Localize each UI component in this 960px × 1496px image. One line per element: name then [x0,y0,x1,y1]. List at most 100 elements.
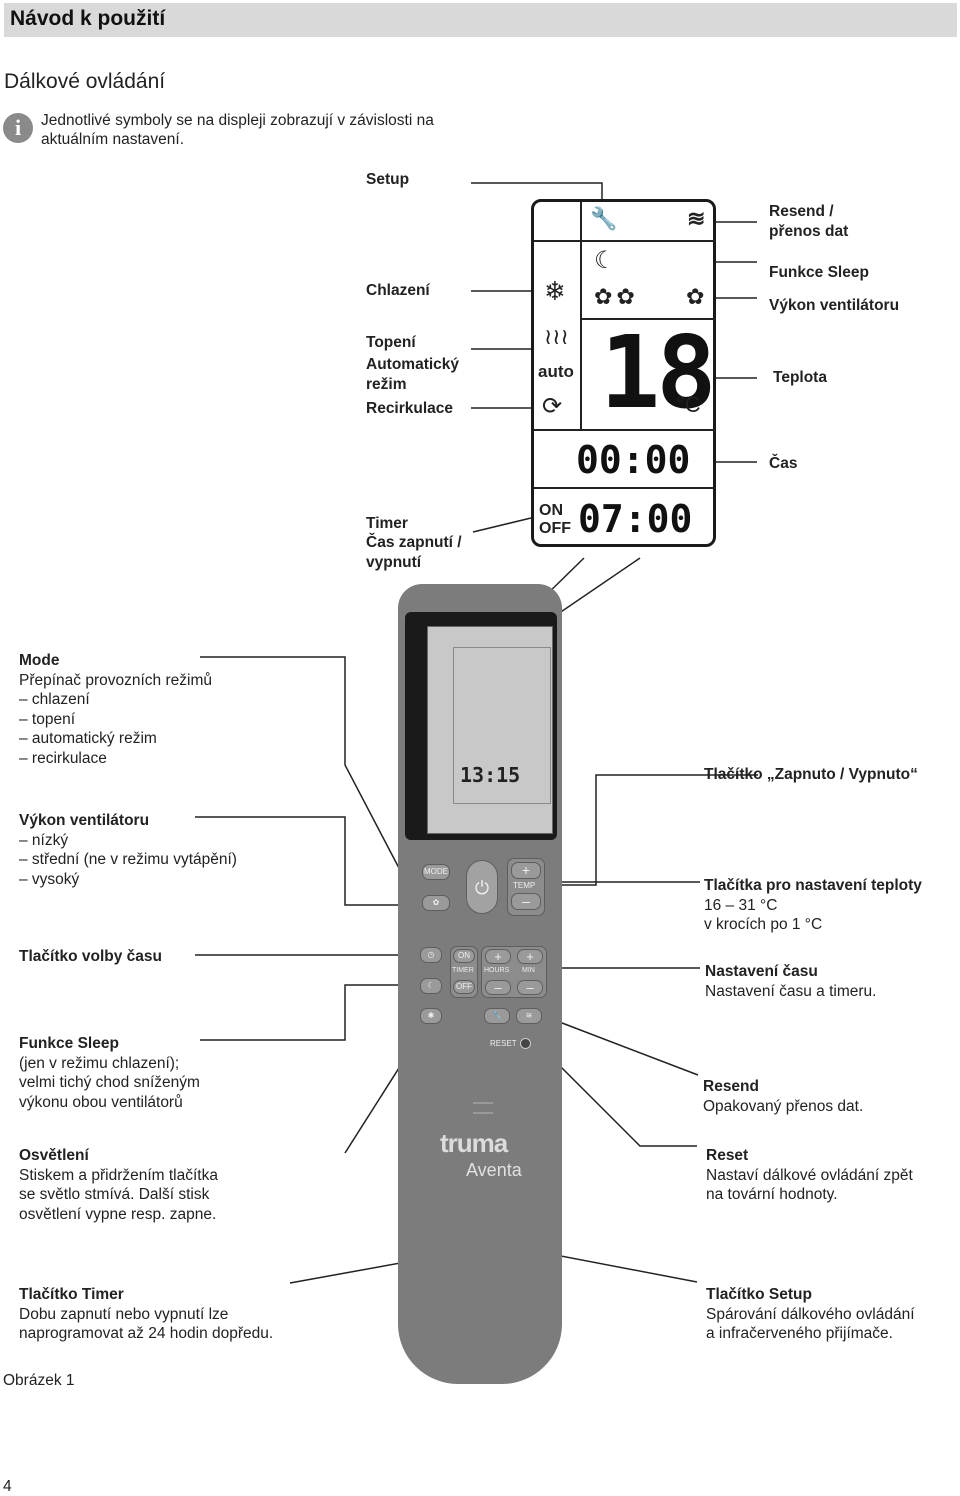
sleep-label: Funkce Sleep [769,264,869,281]
sleep-callout-line: výkonu obou ventilátorů [19,1093,183,1111]
mode-callout: Mode Přepínač provozních režimů – chlaze… [19,651,212,768]
resend-callout-line: Opakovaný přenos dat. [703,1097,864,1115]
temp-button-group: + TEMP – [507,858,545,916]
lcd-timer-value: 07:00 [578,497,693,541]
mode-callout-title: Mode [19,652,60,669]
lcd-unit: °C [676,392,701,417]
page-header: Návod k použití [4,3,957,37]
temperature-label: Teplota [773,369,827,386]
wifi-icon: ≋ [687,206,706,231]
power-button[interactable]: ⏻ [466,860,498,914]
mode-callout-line: – topení [19,710,76,728]
temp-callout: Tlačítka pro nastavení teploty 16 – 31 °… [704,876,922,935]
timer-off-label: OFF [456,982,472,991]
temp-minus-button[interactable]: – [511,893,541,910]
fan-button[interactable]: ✿ [422,895,450,911]
wrench-icon: 🔧 [590,206,618,231]
snowflake-icon: ❄ [544,276,566,306]
section-title: Dálkové ovládání [4,70,166,93]
mode-callout-line: – recirkulace [19,749,107,767]
fan-callout-title: Výkon ventilátoru [19,812,150,829]
reset-callout-title: Reset [706,1147,749,1164]
lcd-time: 00:00 [576,438,691,482]
min-minus-button[interactable]: – [517,980,543,995]
mode-button-label: MODE [424,867,448,876]
lcd-display: 🔧 ≋ ☾ ❄ ✿✿ ✿ ≀≀≀ auto ⟳ 18 °C 00:00 ON O… [531,199,716,547]
info-icon: i [3,113,33,143]
timer-label: Timer [366,515,408,532]
mode-button[interactable]: MODE [422,864,450,880]
mode-callout-line: – chlazení [19,691,90,708]
reset-button[interactable] [520,1038,531,1049]
reset-label: RESET [490,1039,517,1048]
time-label: Čas [769,455,798,472]
setup-button[interactable]: 🔧 [484,1008,510,1024]
page-number: 4 [3,1478,12,1495]
remote-brand: truma [440,1128,508,1158]
lcd-timer-off: OFF [539,520,571,537]
resend-button[interactable]: ≋ [516,1008,542,1024]
light-callout-line: Stiskem a přidržením tlačítka [19,1166,218,1184]
fan-callout-line: – střední (ne v režimu vytápění) [19,851,237,868]
time-setting-callout-line: Nastavení času a timeru. [705,982,877,1000]
remote-screen: 13:15 [427,626,553,834]
lcd-auto: auto [538,362,574,381]
timer-off-button[interactable]: OFF [453,980,475,994]
reset-callout-line: Nastaví dálkové ovládání zpět [706,1166,913,1184]
mode-callout-line: – automatický režim [19,730,157,747]
setup-callout-title: Tlačítko Setup [706,1286,812,1303]
fan-callout-line: – vysoký [19,870,80,888]
fan-icon: ✿✿ [594,284,639,309]
timer-desc-label: Čas zapnutí / vypnutí [366,534,462,571]
clock-button[interactable]: ◷ [420,947,442,963]
sleep-button[interactable]: ☾ [420,978,442,994]
timer-button-callout-line: Dobu zapnutí nebo vypnutí lze [19,1305,229,1323]
hours-minus-button[interactable]: – [485,980,511,995]
timer-on-button[interactable]: ON [453,949,475,963]
timer-label-remote: TIMER [452,967,474,974]
resend-callout-title: Resend [703,1078,759,1095]
temp-label: TEMP [513,881,536,890]
lcd-timer-on: ON [539,502,563,519]
resend-label: Resend / přenos dat [769,203,849,240]
setup-label: Setup [366,171,410,188]
min-label: MIN [522,967,535,974]
light-callout-line: osvětlení vypne resp. zapne. [19,1205,217,1223]
fan-callout-line: – nízký [19,831,69,849]
heat-waves-icon: ≀≀≀ [544,324,569,349]
timer-button-callout-line: naprogramovat až 24 hodin dopředu. [19,1325,274,1342]
setup-callout-line: a infračerveného přijímače. [706,1325,893,1342]
info-text: Jednotlivé symboly se na displeji zobraz… [41,112,434,148]
temp-callout-line: v krocích po 1 °C [704,916,823,933]
recirculation-label: Recirkulace [366,400,454,417]
setup-callout-line: Spárování dálkového ovládání [706,1305,915,1323]
hours-plus-button[interactable]: + [485,949,511,964]
reset-callout: Reset Nastaví dálkové ovládání zpět na t… [706,1146,913,1205]
time-setting-callout-title: Nastavení času [705,963,818,980]
temp-callout-line: 16 – 31 °C [704,896,778,914]
timer-on-label: ON [458,951,470,960]
page-header-title: Návod k použití [10,7,166,30]
lcd-temperature: 18 [600,314,716,431]
onoff-callout: Tlačítko „Zapnuto / Vypnuto“ [704,766,918,783]
sleep-callout-line: (jen v režimu chlazení); [19,1054,180,1072]
cooling-label: Chlazení [366,282,430,299]
time-button-group: + + HOURS MIN – – [481,946,547,998]
timer-button-callout: Tlačítko Timer Dobu zapnutí nebo vypnutí… [19,1285,273,1344]
temp-plus-button[interactable]: + [511,862,541,879]
sleep-callout-title: Funkce Sleep [19,1035,119,1052]
light-button[interactable]: ✱ [420,1008,442,1024]
light-callout: Osvětlení Stiskem a přidržením tlačítka … [19,1146,218,1224]
heating-label: Topení [366,334,416,351]
light-callout-line: se světlo stmívá. Další stisk [19,1186,210,1203]
light-callout-title: Osvětlení [19,1147,89,1164]
recirculation-icon: ⟳ [542,393,563,420]
time-setting-callout: Nastavení času Nastavení času a timeru. [705,962,876,1001]
moon-icon: ☾ [594,247,616,274]
resend-callout: Resend Opakovaný přenos dat. [703,1077,863,1116]
setup-callout: Tlačítko Setup Spárování dálkového ovlád… [706,1285,915,1344]
min-plus-button[interactable]: + [517,949,543,964]
fan-callout: Výkon ventilátoru – nízký – střední (ne … [19,811,237,889]
timer-button-group: ON TIMER OFF [450,946,478,998]
sleep-callout-line: velmi tichý chod sníženým [19,1074,200,1091]
